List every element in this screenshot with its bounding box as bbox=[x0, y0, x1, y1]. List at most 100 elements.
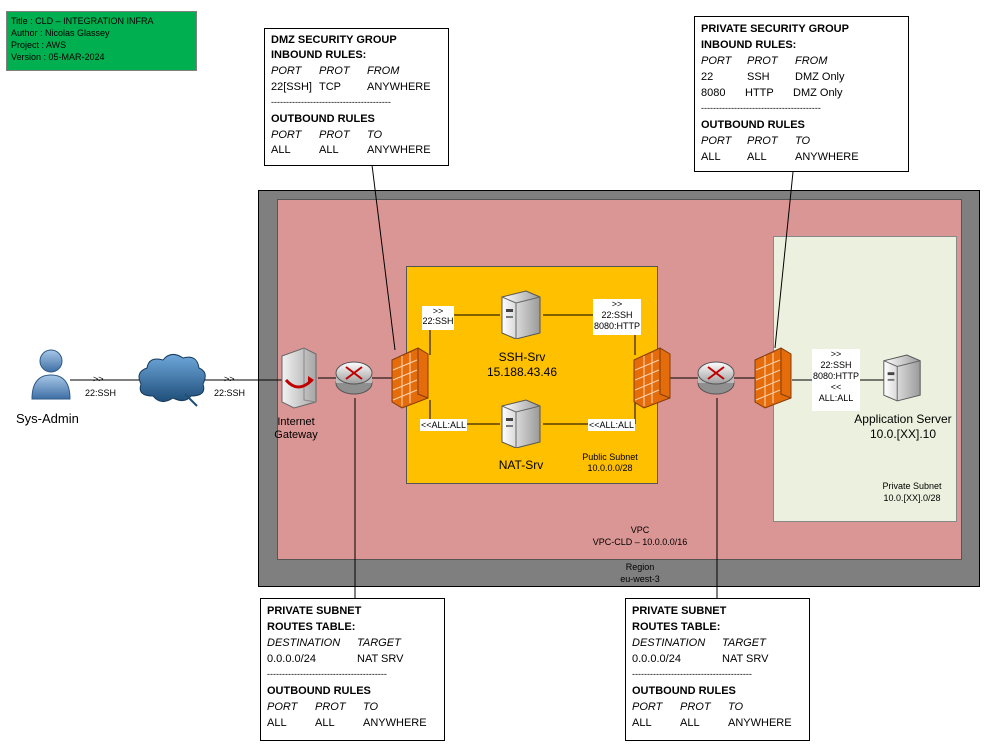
vpc-line2: VPC-CLD – 10.0.0.0/16 bbox=[592, 537, 688, 547]
ssh-srv-name: SSH-Srv bbox=[498, 350, 546, 364]
rt-right-subtitle: ROUTES TABLE: bbox=[632, 621, 721, 633]
rt-left-divider: ---------------------------------------- bbox=[267, 669, 387, 679]
private-security-group-box: PRIVATE SECURITY GROUP INBOUND RULES: PO… bbox=[694, 16, 909, 172]
user-icon bbox=[31, 349, 71, 400]
router-right-icon bbox=[697, 361, 735, 395]
rt-right-out-port: ALL bbox=[632, 717, 652, 729]
flow-private-label-box: >> 22:SSH 8080:HTTP << ALL:ALL bbox=[812, 349, 860, 411]
rt-left-target: NAT SRV bbox=[357, 653, 404, 665]
region-label: Region eu-west-3 bbox=[600, 561, 680, 585]
dmz-sg-out-h-port: PORT bbox=[271, 129, 302, 141]
priv-sg-in-r2-prot: HTTP bbox=[745, 87, 774, 99]
flow-private-ssh: 22:SSH bbox=[820, 360, 852, 370]
flow-ssh-label-box: >> 22:SSH bbox=[422, 306, 454, 330]
app-server-name: Application Server bbox=[854, 412, 952, 426]
priv-sg-out-h-to: TO bbox=[795, 135, 811, 147]
dmz-sg-out-port: ALL bbox=[271, 144, 291, 156]
rt-right-out-to: ANYWHERE bbox=[728, 717, 792, 729]
priv-sg-outbound-title: OUTBOUND RULES bbox=[701, 119, 805, 131]
priv-sg-out-port: ALL bbox=[701, 151, 721, 163]
dmz-sg-in-h-prot: PROT bbox=[319, 65, 350, 77]
priv-sg-in-r2-from: DMZ Only bbox=[793, 87, 843, 99]
dmz-sg-out-to: ANYWHERE bbox=[367, 144, 431, 156]
rt-left-title: PRIVATE SUBNET bbox=[267, 605, 362, 617]
dmz-security-group-box: DMZ SECURITY GROUP INBOUND RULES: PORT P… bbox=[264, 28, 449, 166]
firewall-public-icon bbox=[633, 347, 671, 409]
rt-left-h-dest: DESTINATION bbox=[267, 637, 341, 649]
priv-sg-in-r2-port: 8080 bbox=[701, 87, 726, 99]
rt-right-out-h-prot: PROT bbox=[680, 701, 711, 713]
ssh-srv-label: SSH-Srv 15.188.43.46 bbox=[470, 350, 574, 380]
info-project: Project : AWS bbox=[11, 40, 67, 50]
private-subnet-line1: Private Subnet bbox=[882, 481, 942, 491]
priv-sg-in-r1-prot: SSH bbox=[747, 71, 770, 83]
rt-left-out-h-to: TO bbox=[363, 701, 379, 713]
priv-sg-divider: ---------------------------------------- bbox=[701, 103, 821, 113]
firewall-dmz-icon bbox=[391, 347, 429, 409]
priv-sg-out-h-port: PORT bbox=[701, 135, 732, 147]
flow-to-private-http: 8080:HTTP bbox=[593, 321, 641, 331]
public-subnet-line1: Public Subnet bbox=[582, 452, 638, 462]
dmz-sg-in-h-port: PORT bbox=[271, 65, 302, 77]
vpc-label: VPC VPC-CLD – 10.0.0.0/16 bbox=[570, 524, 710, 548]
routes-table-left-box: PRIVATE SUBNET ROUTES TABLE: DESTINATION… bbox=[260, 598, 445, 741]
rt-right-target: NAT SRV bbox=[722, 653, 769, 665]
dmz-sg-in-h-from: FROM bbox=[367, 65, 400, 77]
rt-right-outbound-title: OUTBOUND RULES bbox=[632, 685, 736, 697]
public-subnet-label: Public Subnet 10.0.0.0/28 bbox=[570, 452, 650, 474]
app-server-ip: 10.0.[XX].10 bbox=[869, 427, 937, 441]
flow-private-return-arrow: << bbox=[830, 382, 842, 392]
igw-label-line1: Internet bbox=[277, 416, 315, 428]
app-server-icon bbox=[883, 354, 921, 402]
ssh-server-icon bbox=[501, 290, 541, 339]
priv-sg-in-h-port: PORT bbox=[701, 55, 732, 67]
flow-private-http: 8080:HTTP bbox=[812, 371, 860, 381]
rt-right-out-prot: ALL bbox=[680, 717, 700, 729]
private-subnet-line2: 10.0.[XX].0/28 bbox=[883, 493, 941, 503]
rt-left-dest: 0.0.0.0/24 bbox=[267, 653, 316, 665]
rt-right-h-dest: DESTINATION bbox=[632, 637, 706, 649]
routes-table-right-box: PRIVATE SUBNET ROUTES TABLE: DESTINATION… bbox=[625, 598, 810, 741]
vpc-line1: VPC bbox=[630, 525, 650, 535]
flow-to-private-arrow: >> bbox=[611, 299, 623, 309]
flow-internet-arrow: >> bbox=[224, 374, 235, 384]
rt-left-out-to: ANYWHERE bbox=[363, 717, 427, 729]
firewall-private-icon bbox=[754, 347, 792, 409]
rt-left-out-h-prot: PROT bbox=[315, 701, 346, 713]
priv-sg-in-r1-from: DMZ Only bbox=[795, 71, 845, 83]
sysadmin-label: Sys-Admin bbox=[16, 411, 79, 426]
rt-right-out-h-to: TO bbox=[728, 701, 744, 713]
private-subnet-label: Private Subnet 10.0.[XX].0/28 bbox=[867, 480, 957, 504]
internet-cloud-icon bbox=[138, 354, 206, 407]
dmz-sg-divider: ---------------------------------------- bbox=[271, 97, 391, 107]
dmz-sg-title: DMZ SECURITY GROUP bbox=[271, 34, 397, 46]
priv-sg-in-h-prot: PROT bbox=[747, 55, 778, 67]
priv-sg-out-prot: ALL bbox=[747, 151, 767, 163]
dmz-sg-in-from: ANYWHERE bbox=[367, 81, 431, 93]
flow-private-arrow: >> bbox=[830, 349, 842, 359]
flow-internet-label: 22:SSH bbox=[214, 388, 246, 398]
flow-ssh-port: 22:SSH bbox=[422, 316, 454, 326]
dmz-sg-in-port: 22[SSH] bbox=[271, 81, 312, 93]
internet-gateway-icon bbox=[281, 347, 317, 409]
igw-label-line2: Gateway bbox=[274, 429, 318, 441]
flow-to-private-ssh: 22:SSH bbox=[601, 310, 633, 320]
dmz-sg-out-h-prot: PROT bbox=[319, 129, 350, 141]
flow-private-all: ALL:ALL bbox=[818, 393, 854, 403]
priv-sg-out-h-prot: PROT bbox=[747, 135, 778, 147]
flow-admin-label: 22:SSH bbox=[85, 388, 117, 398]
flow-ssh-arrow: >> bbox=[432, 306, 444, 316]
rt-left-outbound-title: OUTBOUND RULES bbox=[267, 685, 371, 697]
flow-admin-arrow: >> bbox=[93, 374, 104, 384]
nat-srv-name: NAT-Srv bbox=[498, 458, 544, 472]
nat-server-icon bbox=[501, 399, 541, 448]
info-author: Author : Nicolas Glassey bbox=[11, 28, 110, 38]
flow-all-label: <<ALL:ALL bbox=[420, 419, 468, 431]
rt-left-out-prot: ALL bbox=[315, 717, 335, 729]
igw-label: Internet Gateway bbox=[268, 416, 324, 442]
rt-left-out-port: ALL bbox=[267, 717, 287, 729]
rt-right-out-h-port: PORT bbox=[632, 701, 663, 713]
region-line1: Region bbox=[625, 562, 655, 572]
router-left-icon bbox=[335, 361, 373, 395]
rt-left-out-h-port: PORT bbox=[267, 701, 298, 713]
